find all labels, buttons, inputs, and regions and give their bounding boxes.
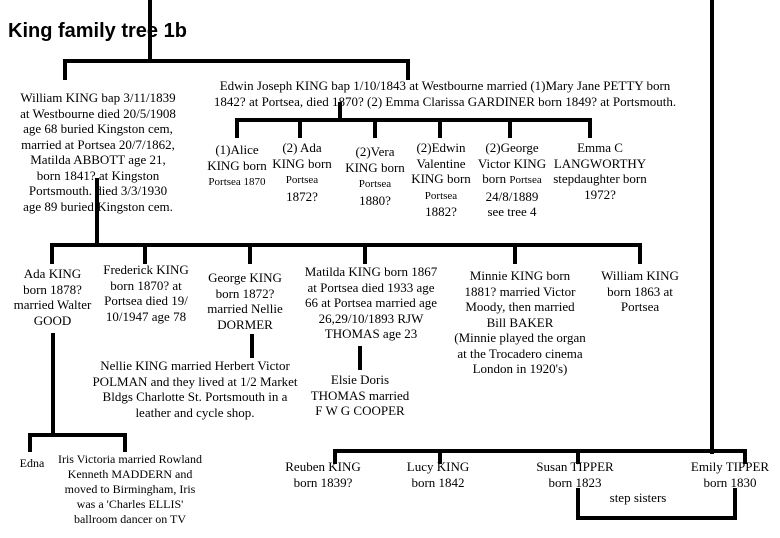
person-elsie-thomas: Elsie Doris THOMAS married F W G COOPER [310,372,410,418]
person-reuben-king: Reuben KING born 1839? [285,459,361,490]
person-edwin-king: Edwin Joseph KING bap 1/10/1843 at Westb… [213,78,677,109]
person-minnie-king: Minnie KING born 1881? married Victor Mo… [454,268,586,376]
person-emily-tipper: Emily TIPPER born 1830 [690,459,770,490]
vera-text: (2)Vera KING born [345,144,405,175]
connector-edwin-children [235,102,592,138]
george-v-place: Portsea [509,174,542,186]
connector-top [63,0,410,80]
ada2-text: (2) Ada KING born [272,140,332,171]
vera-year: 1880? [359,192,391,208]
ada2-place: Portsea [285,174,319,186]
george-v-rest: 24/8/1889 see tree 4 [485,188,539,220]
person-frederick-king: Frederick KING born 1870? at Portsea die… [103,262,189,324]
person-edna: Edna [19,456,45,470]
person-george-king: George KING born 1872? married Nellie DO… [207,270,283,332]
person-ada-king: Ada KING born 1878? married Walter GOOD [13,266,92,328]
person-william-king: William KING bap 3/11/1839 at Westbourne… [20,90,176,214]
edwinv-place: Portsea [424,189,458,202]
alice-text: (1)Alice KING born [207,142,267,173]
person-william-king-1863: William KING born 1863 at Portsea [601,268,679,314]
person-lucy-king: Lucy KING born 1842 [406,459,470,490]
connector-william-children [50,178,642,264]
connector-ada-children [28,333,127,452]
vera-place: Portsea [358,178,392,190]
person-susan-tipper: Susan TIPPER born 1823 [536,459,614,490]
step-sisters-label: step sisters [609,490,667,505]
connector-step-sisters [576,488,737,520]
edwinv-year: 1882? [425,204,457,219]
person-emma-langworthy: Emma C LANGWORTHY stepdaughter born 1972… [553,140,647,202]
george-v-text: (2)George Victor KING born [477,140,547,186]
connector-bottom [333,449,747,464]
person-iris-victoria: Iris Victoria married Rowland Kenneth MA… [57,452,203,526]
person-george-victor-king: (2)George Victor KING born Portsea 24/8/1… [474,140,550,220]
person-matilda-king: Matilda KING born 1867 at Portsea died 1… [304,264,438,341]
ada2-year: 1872? [286,188,318,204]
page-title: King family tree 1b [8,20,187,42]
edwinv-text: (2)Edwin Valentine KING born [411,140,471,186]
alice-place: Portsea 1870 [208,176,266,188]
person-nellie-king: Nellie KING married Herbert Victor POLMA… [92,358,298,420]
